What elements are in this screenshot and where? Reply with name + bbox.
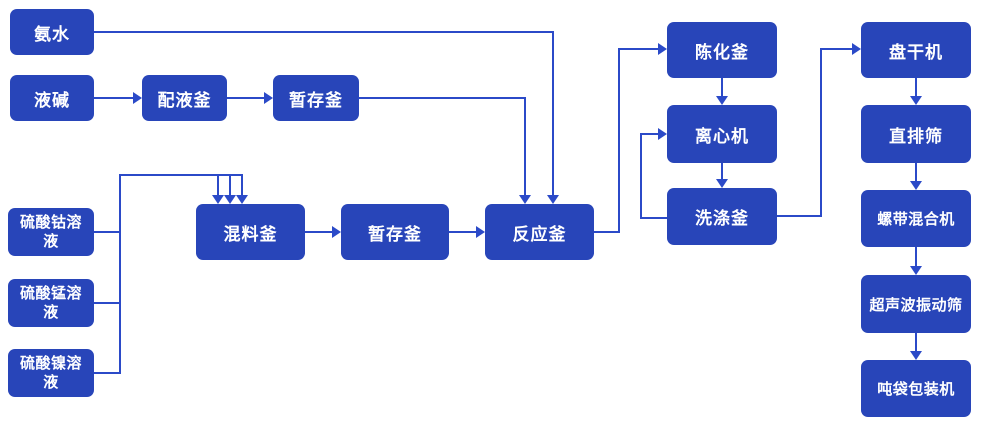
arrow-down-icon	[910, 96, 922, 105]
arrow-right-icon	[133, 92, 142, 104]
connector-aging-centrifuge	[721, 78, 723, 96]
connector-cobalt-stub	[94, 231, 121, 233]
node-buffer-kettle-top: 暂存釜	[273, 75, 359, 121]
connector-washing-loop-bottom	[640, 217, 667, 219]
connector-sources-drop-3	[241, 174, 243, 195]
arrow-down-icon	[910, 351, 922, 360]
connector-ribbon-ultrasonic	[915, 247, 917, 266]
connector-dryer-sieve	[915, 78, 917, 96]
node-ultrasonic-vibrating-sieve: 超声波振动筛	[861, 275, 971, 333]
arrow-down-icon	[224, 195, 236, 204]
arrow-down-icon	[212, 195, 224, 204]
node-ribbon-mixer: 螺带混合机	[861, 190, 971, 247]
connector-buffer-reaction-h	[358, 97, 525, 99]
connector-mixing-buffer	[305, 231, 333, 233]
connector-sources-drop-1	[217, 174, 219, 195]
arrow-down-icon	[716, 179, 728, 188]
arrow-down-icon	[519, 195, 531, 204]
connector-reaction-aging-h1	[594, 231, 620, 233]
connector-sources-top-run	[119, 174, 243, 176]
connector-washing-loop-top	[640, 133, 659, 135]
connector-reaction-aging-v	[618, 48, 620, 233]
arrow-right-icon	[264, 92, 273, 104]
arrow-down-icon	[547, 195, 559, 204]
connector-reaction-aging-h2	[618, 48, 659, 50]
connector-washing-dryer-h1	[777, 215, 822, 217]
node-washing-kettle: 洗涤釜	[667, 188, 777, 245]
arrow-right-icon	[332, 226, 341, 238]
arrow-down-icon	[236, 195, 248, 204]
connector-buffer-mid-reaction	[449, 231, 477, 233]
connector-buffer-reaction-v	[524, 97, 526, 195]
node-buffer-kettle-mid: 暂存釜	[341, 204, 449, 260]
node-ton-bag-packer: 吨袋包装机	[861, 360, 971, 417]
connector-dosing-buffer	[227, 97, 265, 99]
connector-manganese-stub	[94, 302, 121, 304]
connector-ultrasonic-packer	[915, 333, 917, 351]
arrow-right-icon	[658, 128, 667, 140]
arrow-down-icon	[910, 181, 922, 190]
node-dosing-kettle: 配液釜	[142, 75, 227, 121]
connector-sources-riser	[119, 174, 121, 373]
arrow-down-icon	[910, 266, 922, 275]
connector-sources-drop-2	[229, 174, 231, 195]
connector-washing-loop-v	[640, 133, 642, 219]
connector-caustic-dosing	[94, 97, 134, 99]
node-tray-dryer: 盘干机	[861, 22, 971, 78]
connector-ammonia-reaction-v	[552, 31, 554, 195]
connector-nickel-stub	[94, 372, 121, 374]
node-liquid-caustic: 液碱	[10, 75, 94, 121]
node-centrifuge: 离心机	[667, 105, 777, 163]
node-aging-kettle: 陈化釜	[667, 22, 777, 78]
node-manganese-sulfate-solution: 硫酸锰溶液	[8, 279, 94, 327]
node-mixing-kettle: 混料釜	[196, 204, 305, 260]
connector-washing-dryer-h2	[820, 48, 853, 50]
node-cobalt-sulfate-solution: 硫酸钴溶液	[8, 208, 94, 256]
connector-centrifuge-washing	[721, 163, 723, 179]
arrow-right-icon	[476, 226, 485, 238]
connector-washing-dryer-v	[820, 48, 822, 217]
node-reaction-kettle: 反应釜	[485, 204, 594, 260]
node-linear-sieve: 直排筛	[861, 105, 971, 163]
connector-sieve-ribbon	[915, 163, 917, 181]
arrow-right-icon	[852, 43, 861, 55]
node-nickel-sulfate-solution: 硫酸镍溶液	[8, 349, 94, 397]
arrow-right-icon	[658, 43, 667, 55]
arrow-down-icon	[716, 96, 728, 105]
node-ammonia: 氨水	[10, 9, 94, 55]
connector-ammonia-reaction-h	[94, 31, 553, 33]
